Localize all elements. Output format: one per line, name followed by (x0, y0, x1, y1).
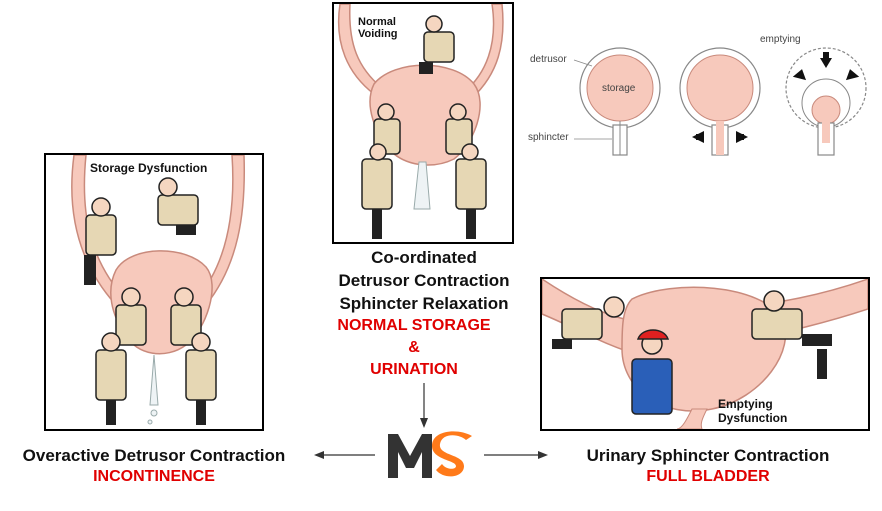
emptying-dysfunction-illustration (542, 279, 868, 429)
emptying-label: emptying (760, 34, 801, 45)
detrusor-label: detrusor (530, 54, 567, 65)
left-subtitle: INCONTINENCE (93, 468, 215, 485)
storage-dysfunction-label: Storage Dysfunction (90, 161, 208, 175)
ms-logo-mark (388, 431, 472, 478)
sphincter-label: sphincter (528, 132, 569, 143)
normal-voiding-label-line2: Voiding (358, 28, 398, 40)
emptying-dysfunction-label-line2: Dysfunction (718, 411, 788, 425)
bladder-schematic-drawing (573, 47, 867, 156)
center-text-line2: Detrusor Contraction (338, 271, 510, 290)
normal-voiding-label-line1: Normal (358, 16, 396, 28)
center-red-line2: & (408, 339, 420, 356)
center-text-line1: Co-ordinated (371, 248, 477, 267)
emptying-dysfunction-label-line1: Emptying (718, 397, 773, 411)
center-red-line3: URINATION (370, 361, 458, 378)
storage-dysfunction-illustration (71, 155, 246, 425)
center-red-line1: NORMAL STORAGE (337, 317, 491, 334)
normal-voiding-illustration (337, 4, 504, 239)
bladder-schematic: detrusor storage sphincter emptying (526, 28, 870, 168)
ms-logo: MS (384, 426, 474, 482)
storage-dysfunction-panel: Storage Dysfunction (44, 153, 264, 431)
storage-label: storage (602, 83, 636, 94)
left-title: Overactive Detrusor Contraction (22, 446, 286, 465)
normal-voiding-panel: Normal Voiding (332, 2, 514, 244)
emptying-dysfunction-panel: Emptying Dysfunction (540, 277, 870, 431)
right-title: Urinary Sphincter Contraction (586, 446, 830, 465)
center-text-line3: Sphincter Relaxation (339, 294, 509, 313)
right-subtitle: FULL BLADDER (646, 468, 770, 485)
